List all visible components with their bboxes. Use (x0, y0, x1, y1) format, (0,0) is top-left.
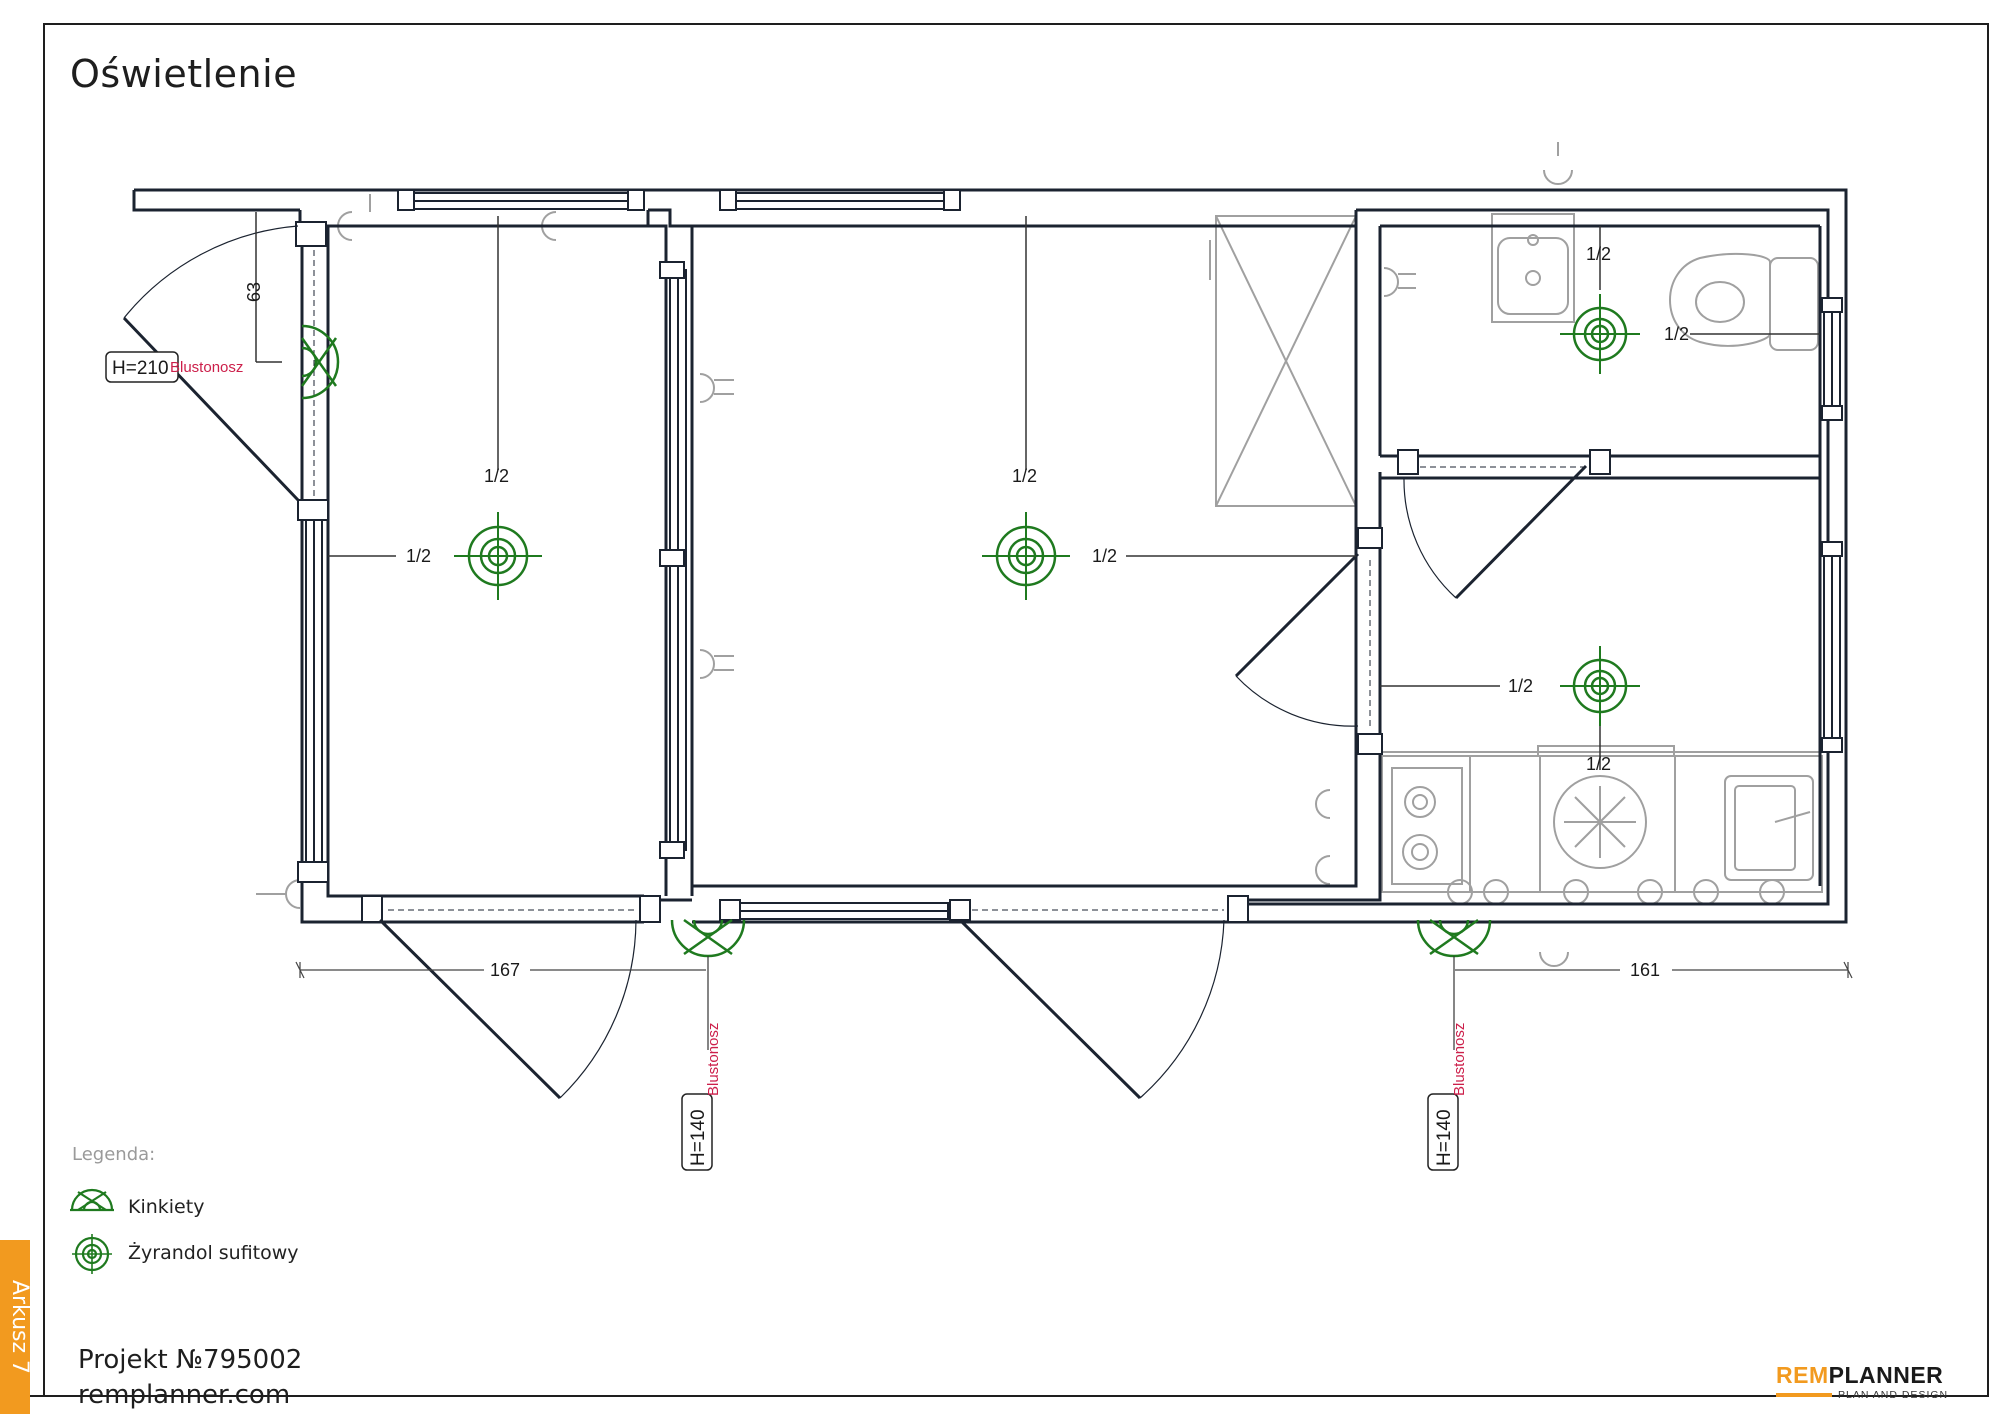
doors (122, 225, 1588, 1100)
legend-label-chandelier: Żyrandol sufitowy (128, 1242, 299, 1264)
wall-lamp-icon (70, 1188, 114, 1212)
top-wall (132, 188, 1848, 924)
fraction-label: 1/2 (1012, 466, 1037, 486)
washbasin (1491, 213, 1575, 323)
fraction-label: 1/2 (406, 546, 431, 566)
logo-accent: REM (1776, 1362, 1829, 1388)
wall-lamp-icon (1416, 918, 1492, 958)
height-tag-label: H=210 (112, 358, 169, 379)
ceiling-chandelier-icon (454, 512, 542, 600)
height-tag: H=140 Blustonosz (681, 1023, 722, 1171)
dim-width-left: 167 (490, 960, 520, 980)
height-tag: H=210 Blustonosz (105, 351, 243, 383)
website-link[interactable]: remplanner.com (78, 1380, 291, 1410)
wall-lamp-icon (670, 918, 746, 958)
ceiling-chandelier-icon (1560, 294, 1640, 374)
height-tag-label: H=140 (1434, 1109, 1455, 1166)
dim-width-right: 161 (1630, 960, 1660, 980)
logo-tagline: PLAN AND DESIGN (1838, 1389, 1949, 1401)
fridge (1553, 775, 1647, 869)
ceiling-chandelier-icon (1560, 646, 1640, 726)
logo-bar (1776, 1393, 1832, 1397)
fraction-label: 1/2 (1508, 676, 1533, 696)
dim-height-63: 63 (244, 282, 264, 302)
wall-lamps (300, 324, 1492, 958)
sheet-label: Arkusz 7 (7, 1279, 32, 1375)
logo-rest: PLANNER (1828, 1362, 1944, 1388)
wall-lamp-icon (300, 324, 340, 400)
ceiling-chandelier-icon (72, 1234, 112, 1274)
fraction-labels: 1/2 1/2 1/2 1/2 1/2 1/2 1/2 1/2 (406, 244, 1689, 774)
fixture-label: Blustonosz (1451, 1023, 1468, 1096)
logo-wordmark: REMPLANNER (1776, 1362, 1943, 1389)
legend-title: Legenda: (72, 1144, 156, 1165)
fixture-label: Blustonosz (705, 1023, 722, 1096)
socket-symbols (256, 142, 1785, 967)
remplanner-logo: REMPLANNER PLAN AND DESIGN (1776, 1362, 1972, 1402)
sheet-tab (0, 1240, 30, 1414)
furniture-layer (256, 142, 1823, 967)
height-tag-label: H=140 (688, 1109, 709, 1166)
sheet-border (43, 23, 1989, 1397)
stove (1391, 767, 1463, 885)
page-title: Oświetlenie (70, 52, 298, 96)
ceiling-chandelier-icon (982, 512, 1070, 600)
height-tag: H=140 Blustonosz (1427, 1023, 1468, 1171)
fraction-label: 1/2 (484, 466, 509, 486)
legend-label-wall-lamp: Kinkiety (128, 1196, 205, 1218)
ceiling-lamps (454, 294, 1640, 726)
project-number: Projekt №795002 (78, 1345, 303, 1375)
fixture-label: Blustonosz (170, 359, 243, 376)
fraction-label: 1/2 (1586, 244, 1611, 264)
fraction-label: 1/2 (1664, 324, 1689, 344)
toilet (1669, 252, 1771, 347)
fraction-label: 1/2 (1092, 546, 1117, 566)
dimension-lines (295, 961, 1853, 979)
fraction-label: 1/2 (1586, 754, 1611, 774)
kitchen-sink (1724, 775, 1814, 881)
wiring-lines (255, 212, 1820, 770)
